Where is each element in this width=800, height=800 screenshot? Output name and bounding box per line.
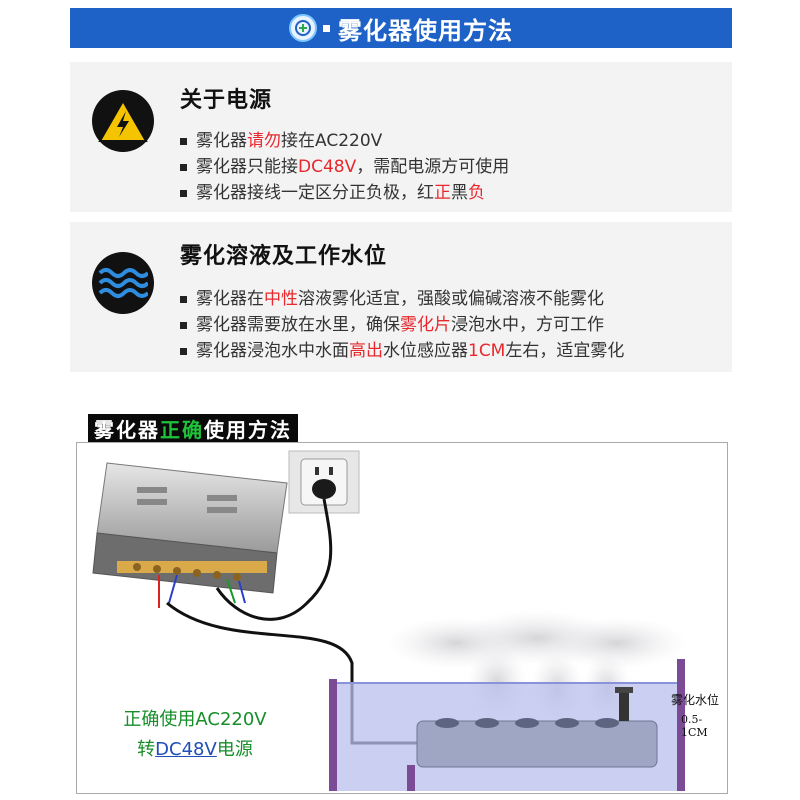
tag-text: 雾化器 bbox=[94, 417, 160, 442]
usage-illustration: 正确使用AC220V 转DC48V电源 雾化水位 0.5-1CM bbox=[76, 442, 728, 794]
bullet-icon bbox=[180, 163, 187, 171]
banner-square-icon bbox=[323, 24, 330, 32]
text: 接在AC220V bbox=[281, 131, 383, 151]
text: 雾化器需要放在水里，确保 bbox=[196, 315, 400, 335]
usage-section-tag: 雾化器正确使用方法 bbox=[88, 414, 298, 442]
power-supply-icon bbox=[92, 462, 288, 594]
atomizer-device-icon bbox=[407, 687, 658, 791]
caption-text: 电源 bbox=[216, 739, 253, 760]
highlight-text: 1CM bbox=[468, 341, 506, 361]
tank-wall bbox=[329, 679, 337, 791]
caption-text: 转 bbox=[137, 739, 156, 760]
highlight-text: 高出 bbox=[349, 341, 383, 361]
tag-highlight: 正确 bbox=[160, 417, 204, 442]
tank-wall bbox=[677, 659, 685, 791]
caption-line: 转DC48V电源 bbox=[95, 735, 295, 765]
text: 雾化器 bbox=[196, 131, 247, 151]
water-level-value: 0.5-1CM bbox=[681, 713, 708, 739]
solution-section-title: 雾化溶液及工作水位 bbox=[180, 244, 388, 269]
list-item: 雾化器在中性溶液雾化适宜，强酸或偏碱溶液不能雾化 bbox=[180, 286, 624, 312]
text: 水位感应器 bbox=[383, 341, 468, 361]
text: 左右，适宜雾化 bbox=[505, 341, 625, 361]
text: 雾化器浸泡水中水面 bbox=[196, 341, 349, 361]
highlight-text: 负 bbox=[468, 183, 485, 203]
warning-icon bbox=[92, 90, 154, 152]
water-wave-icon bbox=[92, 252, 154, 314]
page-title: 雾化器使用方法 bbox=[338, 16, 513, 45]
text: 雾化器在 bbox=[196, 289, 264, 309]
text: 黑 bbox=[451, 183, 468, 203]
highlight-text: 正 bbox=[434, 183, 451, 203]
list-item: 雾化器请勿接在AC220V bbox=[180, 128, 509, 154]
bullet-icon bbox=[180, 347, 187, 355]
highlight-text: 中性 bbox=[264, 289, 298, 309]
list-item: 雾化器需要放在水里，确保雾化片浸泡水中，方可工作 bbox=[180, 312, 624, 338]
highlight-text: 雾化片 bbox=[400, 315, 451, 335]
tag-text: 使用方法 bbox=[204, 417, 292, 442]
text: 浸泡水中，方可工作 bbox=[451, 315, 604, 335]
power-section-title: 关于电源 bbox=[180, 88, 273, 113]
power-cable bbox=[215, 498, 333, 621]
caption-line: 正确使用AC220V bbox=[123, 709, 267, 730]
bullet-icon bbox=[180, 321, 187, 329]
water-level-label: 雾化水位 bbox=[671, 693, 720, 707]
text: 雾化器只能接 bbox=[196, 157, 298, 177]
text: 溶液雾化适宜，强酸或偏碱溶液不能雾化 bbox=[298, 289, 604, 309]
brand-logo-icon bbox=[289, 14, 317, 42]
usage-caption: 正确使用AC220V 转DC48V电源 bbox=[95, 705, 295, 765]
page-banner: 雾化器使用方法 bbox=[70, 8, 732, 48]
text: 雾化器接线一定区分正负极，红 bbox=[196, 183, 434, 203]
solution-section: 雾化溶液及工作水位 雾化器在中性溶液雾化适宜，强酸或偏碱溶液不能雾化 雾化器需要… bbox=[70, 222, 732, 372]
text: ，需配电源方可使用 bbox=[356, 157, 510, 177]
dc-cable bbox=[166, 601, 427, 745]
caption-highlight: DC48V bbox=[155, 739, 217, 760]
bullet-icon bbox=[180, 295, 187, 303]
highlight-text: DC48V bbox=[298, 157, 357, 177]
list-item: 雾化器接线一定区分正负极，红正黑负 bbox=[180, 180, 509, 206]
solution-list: 雾化器在中性溶液雾化适宜，强酸或偏碱溶液不能雾化 雾化器需要放在水里，确保雾化片… bbox=[180, 286, 624, 364]
highlight-text: 请勿 bbox=[247, 131, 281, 151]
setup-diagram bbox=[92, 450, 687, 791]
bullet-icon bbox=[180, 137, 187, 145]
bullet-icon bbox=[180, 189, 187, 197]
